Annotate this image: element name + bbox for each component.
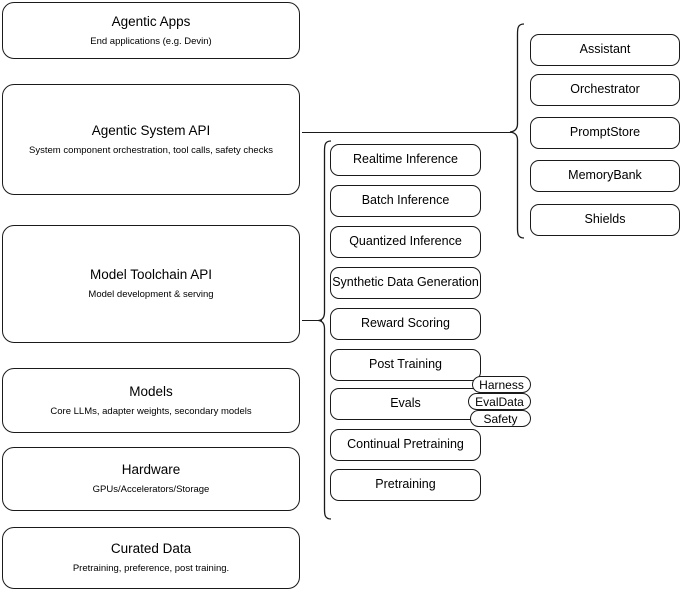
layer-title: Agentic Apps xyxy=(111,13,191,29)
layer-subtitle: End applications (e.g. Devin) xyxy=(90,35,212,47)
layer-subtitle: Pretraining, preference, post training. xyxy=(72,563,230,574)
connector-toolchain-to-capabilities xyxy=(302,320,322,322)
capability-box-continual-pretraining[interactable]: Continual Pretraining xyxy=(330,429,481,461)
system-component-box-promptstore[interactable]: PromptStore xyxy=(530,117,680,149)
capability-box-post-training[interactable]: Post Training xyxy=(330,349,481,381)
system-component-label: PromptStore xyxy=(569,125,641,140)
system-component-box-memorybank[interactable]: MemoryBank xyxy=(530,160,680,192)
capability-label: Post Training xyxy=(369,357,442,372)
layer-box-agentic-apps[interactable]: Agentic Apps End applications (e.g. Devi… xyxy=(2,2,300,59)
capability-label: Reward Scoring xyxy=(361,316,450,331)
system-component-label: Orchestrator xyxy=(570,82,640,97)
evals-subcomponent-label: EvalData xyxy=(475,394,524,409)
capability-label: Quantized Inference xyxy=(349,234,462,249)
connector-system-api-to-components xyxy=(302,132,512,134)
system-component-label: Shields xyxy=(584,212,626,227)
capability-box-batch-inference[interactable]: Batch Inference xyxy=(330,185,481,217)
layer-box-models[interactable]: Models Core LLMs, adapter weights, secon… xyxy=(2,368,300,433)
bracket-toolchain-capabilities xyxy=(318,140,332,520)
evals-subcomponent-label: Safety xyxy=(483,411,518,426)
system-component-box-shields[interactable]: Shields xyxy=(530,204,680,236)
layer-title: Agentic System API xyxy=(91,122,211,138)
capability-box-quantized-inference[interactable]: Quantized Inference xyxy=(330,226,481,258)
layer-box-agentic-system-api[interactable]: Agentic System API System component orch… xyxy=(2,84,300,195)
system-component-box-assistant[interactable]: Assistant xyxy=(530,34,680,66)
capability-box-evals[interactable]: Evals xyxy=(330,388,481,420)
capability-box-realtime-inference[interactable]: Realtime Inference xyxy=(330,144,481,176)
evals-subcomponent-label: Harness xyxy=(479,377,524,392)
layer-subtitle: Model development & serving xyxy=(88,289,214,300)
layer-subtitle: Core LLMs, adapter weights, secondary mo… xyxy=(50,405,252,417)
capability-box-pretraining[interactable]: Pretraining xyxy=(330,469,481,501)
layer-box-hardware[interactable]: Hardware GPUs/Accelerators/Storage xyxy=(2,447,300,511)
capability-label: Synthetic Data Generation xyxy=(332,275,479,290)
capability-label: Realtime Inference xyxy=(353,152,458,167)
capability-label: Batch Inference xyxy=(361,193,450,208)
layer-subtitle: System component orchestration, tool cal… xyxy=(29,144,273,156)
layer-title: Models xyxy=(129,383,173,399)
capability-label: Pretraining xyxy=(375,477,436,492)
evals-subcomponent-evaldata[interactable]: EvalData xyxy=(468,393,531,410)
layer-box-model-toolchain-api[interactable]: Model Toolchain API Model development & … xyxy=(2,225,300,343)
layer-title: Model Toolchain API xyxy=(89,267,213,283)
capability-box-reward-scoring[interactable]: Reward Scoring xyxy=(330,308,481,340)
evals-subcomponent-safety[interactable]: Safety xyxy=(470,410,531,427)
capability-label: Continual Pretraining xyxy=(347,437,464,452)
layer-title: Curated Data xyxy=(110,541,192,557)
capability-box-synthetic-data-generation[interactable]: Synthetic Data Generation xyxy=(330,267,481,299)
bracket-system-components xyxy=(509,23,525,239)
system-component-label: Assistant xyxy=(579,42,631,57)
layer-subtitle: GPUs/Accelerators/Storage xyxy=(92,484,210,495)
evals-subcomponent-harness[interactable]: Harness xyxy=(472,376,531,393)
system-component-box-orchestrator[interactable]: Orchestrator xyxy=(530,74,680,106)
capability-label: Evals xyxy=(390,396,421,411)
system-component-label: MemoryBank xyxy=(568,168,642,183)
layer-box-curated-data[interactable]: Curated Data Pretraining, preference, po… xyxy=(2,527,300,589)
layer-title: Hardware xyxy=(121,462,181,478)
